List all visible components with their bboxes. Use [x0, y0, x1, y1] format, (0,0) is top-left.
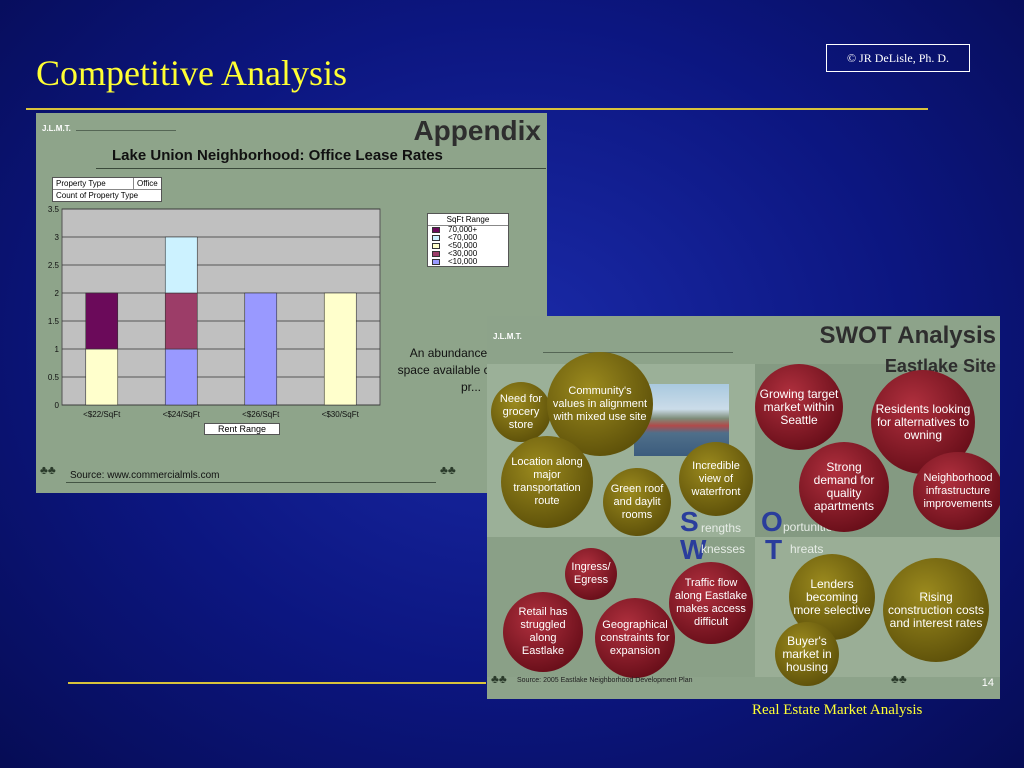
letter-o: O	[761, 506, 783, 537]
legend-item: <30,000	[428, 250, 508, 258]
legend-swatch	[432, 235, 440, 241]
legend-label: <50,000	[448, 241, 478, 250]
bubble-geographical: Geographical constraints for expansion	[595, 598, 675, 678]
count-label: Count of Property Type	[56, 191, 139, 200]
y-tick-label: 1.5	[48, 317, 60, 326]
swot-page-number: 14	[981, 677, 994, 689]
bar-segment	[244, 292, 278, 406]
appendix-logo-line	[76, 130, 176, 131]
legend-swatch	[432, 259, 440, 265]
swot-logo: J.L.M.T.	[493, 332, 522, 341]
letter-t: T	[765, 534, 783, 565]
legend-swatch	[432, 251, 440, 257]
appendix-subtitle: Lake Union Neighborhood: Office Lease Ra…	[112, 147, 443, 164]
footer-divider	[68, 682, 486, 684]
appendix-subtitle-line	[96, 168, 546, 169]
legend-item: <10,000	[428, 258, 508, 266]
copyright-box: © JR DeLisle, Ph. D.	[826, 44, 970, 72]
bar-segment	[323, 292, 357, 406]
legend-label: <30,000	[448, 249, 478, 258]
legend-label: <10,000	[448, 257, 478, 266]
bubble-grocery: Need for grocery store	[491, 382, 551, 442]
legend-item: 70,000+	[428, 226, 508, 234]
appendix-logo: J.L.M.T.	[42, 124, 71, 133]
tree-icon: ♣♣	[40, 463, 56, 477]
y-tick-label: 0.5	[48, 373, 60, 382]
swot-slide: J.L.M.T. SWOT Analysis Eastlake Site S W…	[487, 316, 1000, 699]
bubble-buyers: Buyer's market in housing	[775, 622, 839, 686]
rent-range-label: Rent Range	[204, 423, 280, 435]
slide-title: Competitive Analysis	[36, 53, 347, 93]
y-tick-label: 3.5	[48, 205, 60, 214]
threats-label: hreats	[790, 542, 824, 556]
footer-text: Real Estate Market Analysis	[752, 702, 923, 718]
appendix-heading: Appendix	[413, 115, 541, 146]
legend-swatch	[432, 227, 440, 233]
bubble-infrastructure: Neighborhood infrastructure improvements	[913, 452, 1000, 530]
swot-heading: SWOT Analysis	[819, 322, 996, 349]
weaknesses-label: knesses	[701, 542, 746, 556]
tree-icon: ♣♣	[891, 672, 907, 686]
y-tick-label: 2.5	[48, 261, 60, 270]
legend-item: <50,000	[428, 242, 508, 250]
x-tick-label: <$22/SqFt	[83, 410, 121, 419]
bubble-traffic: Traffic flow along Eastlake makes access…	[669, 562, 753, 644]
appendix-slide: J.L.M.T. Appendix Lake Union Neighborhoo…	[36, 113, 547, 493]
property-type-label: Property Type	[53, 178, 134, 189]
title-divider	[26, 108, 928, 110]
bar-segment	[164, 236, 198, 294]
legend-label: <70,000	[448, 233, 478, 242]
bubble-rising-costs: Rising construction costs and interest r…	[883, 558, 989, 662]
bubble-green-roof: Green roof and daylit rooms	[603, 468, 671, 536]
bubble-location: Location along major transportation rout…	[501, 436, 593, 528]
lease-rate-chart: 0 0.5 1 1.5 2 2.5 3 3.5 <$22/SqFt <$24/SqFt <$26/S…	[48, 205, 381, 419]
property-type-value: Office	[137, 179, 158, 188]
tree-icon: ♣♣	[440, 463, 456, 477]
letter-w: W	[680, 534, 707, 565]
swot-source: Source: 2005 Eastlake Neighborhood Devel…	[517, 677, 693, 684]
bubble-growing-market: Growing target market within Seattle	[755, 364, 843, 450]
bar-segment	[85, 348, 119, 406]
appendix-source-line	[66, 482, 436, 483]
bar-segment	[85, 292, 119, 350]
chart-legend: SqFt Range 70,000+<70,000<50,000<30,000<…	[427, 213, 509, 267]
y-tick-label: 1	[55, 345, 60, 354]
y-tick-label: 3	[55, 233, 60, 242]
appendix-source: Source: www.commercialmls.com	[70, 470, 220, 481]
letter-s: S	[680, 506, 699, 537]
property-type-filter: Property Type Office Count of Property T…	[52, 177, 162, 202]
legend-item: <70,000	[428, 234, 508, 242]
bubble-retail: Retail has struggled along Eastlake	[503, 592, 583, 672]
bubble-ingress: Ingress/ Egress	[565, 548, 617, 600]
x-tick-label: <$26/SqFt	[242, 410, 280, 419]
legend-title: SqFt Range	[428, 214, 508, 226]
y-tick-label: 0	[55, 401, 60, 410]
y-tick-label: 2	[55, 289, 60, 298]
swot-logo-line	[543, 352, 733, 353]
bubble-strong-demand: Strong demand for quality apartments	[799, 442, 889, 532]
legend-label: 70,000+	[448, 225, 478, 234]
bar-segment	[164, 348, 198, 406]
legend-swatch	[432, 243, 440, 249]
tree-icon: ♣♣	[491, 672, 507, 686]
x-tick-label: <$30/SqFt	[322, 410, 360, 419]
bubble-waterfront: Incredible view of waterfront	[679, 442, 753, 516]
strengths-label: rengths	[701, 521, 742, 535]
x-tick-label: <$24/SqFt	[163, 410, 201, 419]
bar-segment	[164, 292, 198, 350]
